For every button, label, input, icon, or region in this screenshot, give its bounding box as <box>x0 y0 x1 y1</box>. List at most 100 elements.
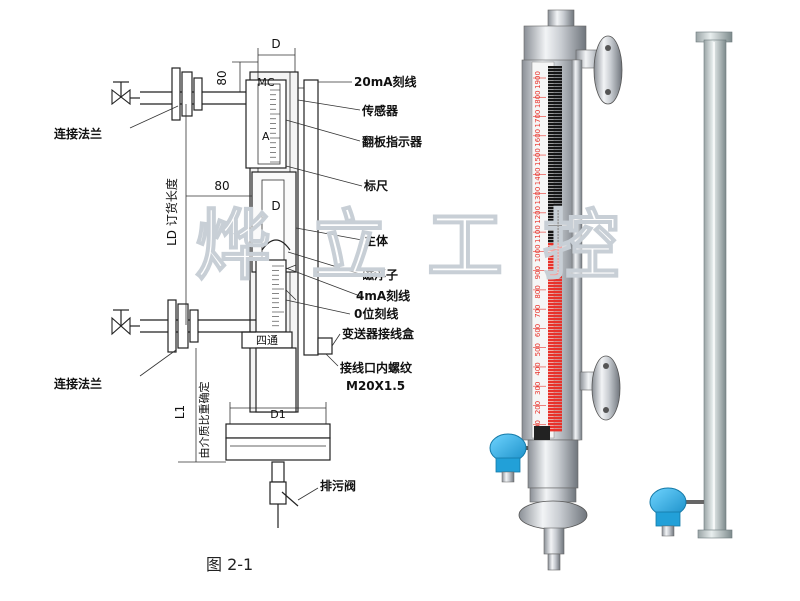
label-flip-indicator: 翻板指示器 <box>362 134 423 149</box>
scale-number: 700 <box>534 304 542 317</box>
flip-segment <box>548 420 562 423</box>
base-plate-top <box>225 423 331 439</box>
photo-sensor-rod <box>649 31 733 539</box>
bottom-flange-a <box>167 299 177 353</box>
flip-segment <box>548 270 562 273</box>
label-drain-valve: 排污阀 <box>320 478 356 493</box>
drain-valve-body <box>271 461 285 483</box>
flip-segment <box>548 219 562 222</box>
ruler-ticks-upper <box>270 89 280 163</box>
flip-segment <box>548 387 562 390</box>
flip-segment <box>548 123 562 126</box>
flip-segment <box>548 318 562 321</box>
flip-segment <box>548 207 562 210</box>
label-thread-1: 接线口内螺纹 <box>340 360 413 375</box>
label-magnetic-float: 磁浮子 <box>361 267 398 282</box>
flip-segment <box>548 294 562 297</box>
flip-segment <box>548 246 562 249</box>
flip-segment <box>548 291 562 294</box>
flip-segment <box>548 342 562 345</box>
flip-segment <box>548 75 562 78</box>
flip-segment <box>548 348 562 351</box>
gauge-drain <box>543 527 565 555</box>
flip-segment <box>548 309 562 312</box>
flip-segment <box>548 258 562 261</box>
flip-segment <box>548 378 562 381</box>
flip-segment <box>548 408 562 411</box>
gauge-top-cap <box>547 9 575 29</box>
flip-segment <box>548 249 562 252</box>
flip-segment <box>548 267 562 270</box>
flip-segment <box>548 177 562 180</box>
junction-box-body <box>317 337 333 355</box>
gauge-top-block <box>523 25 587 67</box>
flip-segment <box>548 252 562 255</box>
flip-indicator-strip <box>548 66 562 432</box>
flip-segment <box>548 243 562 246</box>
magnetic-float <box>261 239 291 251</box>
flip-segment <box>548 303 562 306</box>
flip-segment <box>548 195 562 198</box>
flip-segment <box>548 216 562 219</box>
scale-number: 1200 <box>534 206 542 224</box>
top-side-flange <box>593 35 623 105</box>
scale-number: 1300 <box>534 187 542 205</box>
scale-number: 1500 <box>534 148 542 166</box>
label-4ma-scale: 4mA刻线 <box>356 288 410 303</box>
flip-segment <box>548 138 562 141</box>
flip-segment <box>548 390 562 393</box>
gauge-base-flange <box>518 500 588 530</box>
scale-number: 800 <box>534 285 542 298</box>
flip-segment <box>548 147 562 150</box>
flip-segment <box>548 231 562 234</box>
flip-segment <box>548 183 562 186</box>
flip-segment <box>548 306 562 309</box>
scale-number: 200 <box>534 401 542 414</box>
flip-segment <box>548 297 562 300</box>
flip-segment <box>548 240 562 243</box>
label-20ma-scale: 20mA刻线 <box>354 74 417 89</box>
flip-segment <box>548 369 562 372</box>
flip-segment <box>548 351 562 354</box>
flip-segment <box>548 279 562 282</box>
flip-segment <box>548 321 562 324</box>
scale-number: 1100 <box>534 225 542 243</box>
flip-segment <box>548 360 562 363</box>
bottom-side-flange <box>591 355 621 421</box>
lower-column <box>255 347 297 413</box>
gauge-lower-block <box>527 439 579 489</box>
flip-segment <box>548 69 562 72</box>
flip-segment <box>548 93 562 96</box>
flip-segment <box>548 165 562 168</box>
flip-segment <box>548 372 562 375</box>
flip-segment <box>548 168 562 171</box>
scale-number: 1900 <box>534 71 542 89</box>
scale-number: 1800 <box>534 90 542 108</box>
figure-caption: 图 2-1 <box>206 555 253 574</box>
flip-segment <box>548 159 562 162</box>
flip-segment <box>548 105 562 108</box>
scale-number: 300 <box>534 382 542 395</box>
sensor-bar <box>303 79 319 356</box>
label-thread-2: M20X1.5 <box>346 379 405 393</box>
bottom-flange-b <box>177 303 189 349</box>
scale-number: 1000 <box>534 244 542 262</box>
flip-segment <box>548 363 562 366</box>
flip-segment <box>548 402 562 405</box>
flip-segment <box>548 288 562 291</box>
label-main-body: 主体 <box>364 233 389 248</box>
flip-segment <box>548 330 562 333</box>
dim-80-mid: 80 <box>214 179 229 193</box>
top-flange-a <box>171 67 181 121</box>
flip-segment <box>548 222 562 225</box>
flip-segment <box>548 255 562 258</box>
scale-number: 1600 <box>534 129 542 147</box>
flip-segment <box>548 84 562 87</box>
dim-ld: LD 订货长度 <box>164 178 179 246</box>
flip-segment <box>548 132 562 135</box>
flip-segment <box>548 261 562 264</box>
flip-segment <box>548 237 562 240</box>
flip-segment <box>548 126 562 129</box>
flip-segment <box>548 411 562 414</box>
